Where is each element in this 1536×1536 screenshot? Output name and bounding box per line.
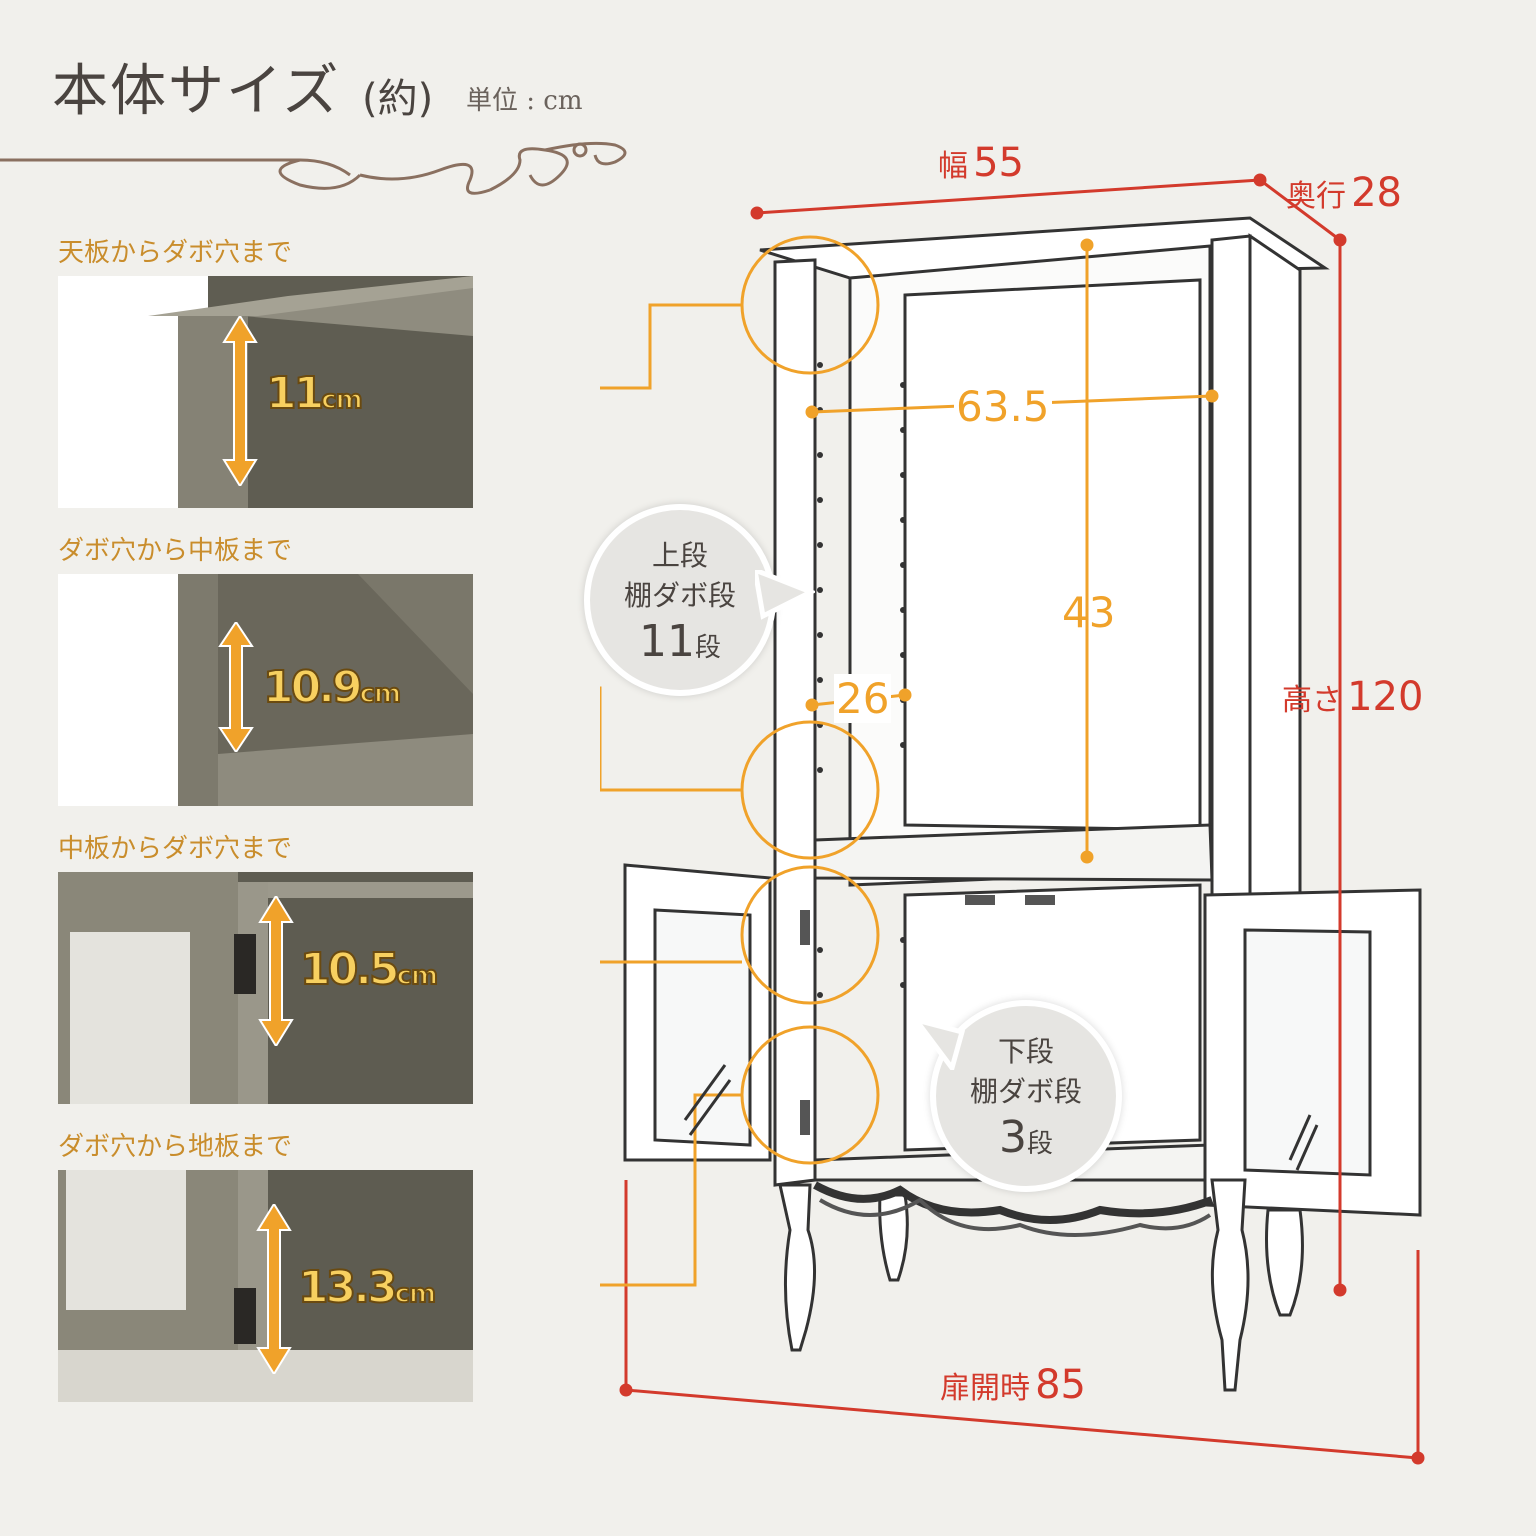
title-note: (約) [362, 76, 434, 122]
width-dimension: 幅 55 [938, 140, 1024, 186]
measure-value: 10.5cm [299, 943, 439, 996]
inner-height-label: 43 [1062, 588, 1116, 637]
page-title: 本体サイズ [52, 59, 341, 124]
measure-value: 13.3cm [297, 1261, 437, 1314]
inner-width-label: 63.5 [954, 382, 1052, 431]
unit-label: 単位 : cm [466, 86, 583, 116]
measure-value: 10.9cm [262, 661, 402, 714]
photo-middle-to-hole: 10.5cm [58, 872, 473, 1104]
photo-top-to-hole: 11cm [58, 276, 473, 508]
bubble-pointer-icon [912, 1020, 966, 1070]
photo-hole-to-middle: 10.9cm [58, 574, 473, 806]
measure-arrow-icon [218, 622, 254, 752]
bubble-pointer-icon [755, 570, 815, 620]
measure-value: 11cm [265, 367, 364, 420]
depth-dimension: 奥行 28 [1286, 170, 1402, 216]
measure-arrow-icon [258, 896, 294, 1046]
photo-label-top: 天板からダボ穴まで [58, 238, 293, 268]
measure-arrow-icon [256, 1204, 292, 1374]
photo-hole-to-bottom: 13.3cm [58, 1170, 473, 1402]
photo-label-hole-mid: ダボ穴から中板まで [58, 536, 293, 566]
inner-depth-label: 26 [834, 674, 892, 723]
flourish-ornament [0, 141, 627, 195]
lower-shelf-bubble: 下段 棚ダボ段 3段 [936, 1006, 1116, 1186]
photo-label-mid-hole: 中板からダボ穴まで [58, 834, 293, 864]
cabinet-drawing [600, 173, 1425, 1465]
height-dimension: 高さ 120 [1282, 674, 1424, 720]
upper-shelf-bubble: 上段 棚ダボ段 11段 [590, 510, 770, 690]
open-width-dimension: 扉開時 85 [940, 1362, 1086, 1408]
photo-label-hole-bottom: ダボ穴から地板まで [58, 1132, 293, 1162]
measure-arrow-icon [222, 316, 258, 486]
